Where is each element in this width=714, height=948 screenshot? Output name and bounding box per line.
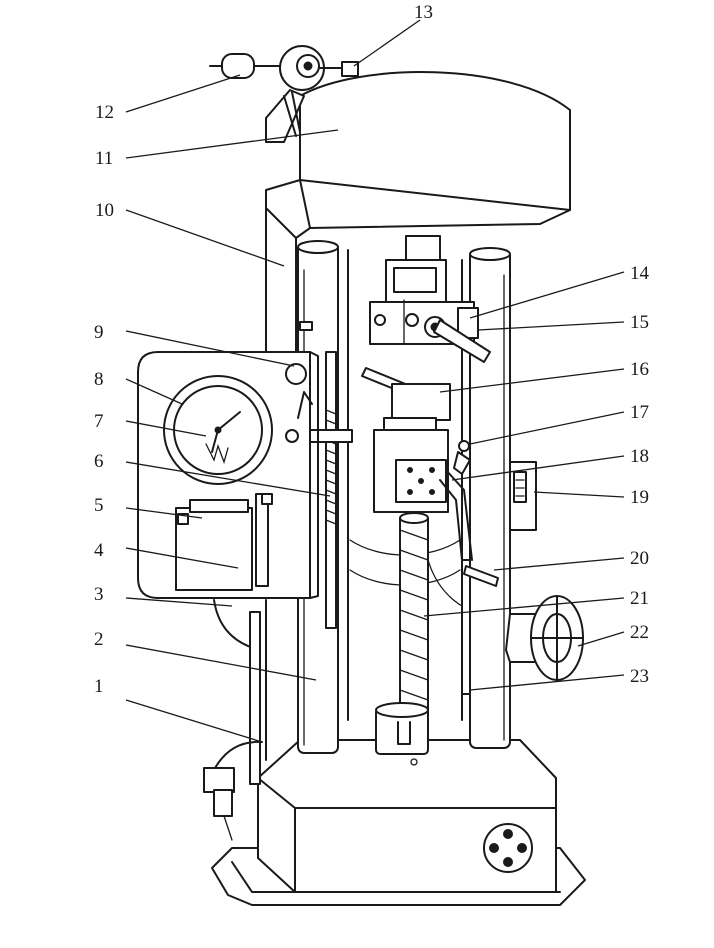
upper-mechanism (369, 235, 491, 363)
center-mark (410, 758, 418, 766)
motor-pulley-assembly (209, 45, 359, 143)
dial-panel (137, 351, 319, 651)
right-column (469, 247, 511, 749)
callout-17: 17 (630, 402, 649, 423)
callout-4: 4 (94, 540, 104, 561)
side-lever (461, 559, 499, 695)
lead-screw (399, 512, 429, 713)
callout-9: 9 (94, 322, 104, 343)
rack-rod (299, 321, 353, 629)
callout-3: 3 (94, 584, 104, 605)
anvil-block (375, 702, 429, 755)
callout-1: 1 (94, 676, 104, 697)
callout-2: 2 (94, 629, 104, 650)
callout-19: 19 (630, 487, 649, 508)
side-gauge-box (509, 461, 537, 531)
callout-12: 12 (95, 102, 114, 123)
callout-16: 16 (630, 359, 649, 380)
callout-18: 18 (630, 446, 649, 467)
callout-labels: 1 2 3 4 5 6 7 8 9 10 11 12 13 14 15 16 1… (94, 2, 650, 697)
callout-14: 14 (630, 263, 650, 284)
head-housing (265, 71, 571, 239)
leader-lines (125, 19, 625, 743)
callout-13: 13 (414, 2, 433, 23)
callout-11: 11 (95, 148, 113, 169)
callout-21: 21 (630, 588, 649, 609)
callout-22: 22 (630, 622, 649, 643)
callout-8: 8 (94, 369, 104, 390)
middle-mechanism (361, 367, 473, 561)
callout-7: 7 (94, 411, 104, 432)
callout-10: 10 (95, 200, 114, 221)
handwheel (505, 595, 584, 681)
callout-23: 23 (630, 666, 649, 687)
pedestal-vent-plate (483, 823, 533, 873)
callout-5: 5 (94, 495, 104, 516)
rear-frame (265, 199, 297, 761)
lower-left-fixtures (203, 611, 263, 841)
callout-20: 20 (630, 548, 649, 569)
callout-6: 6 (94, 451, 104, 472)
callout-15: 15 (630, 312, 649, 333)
